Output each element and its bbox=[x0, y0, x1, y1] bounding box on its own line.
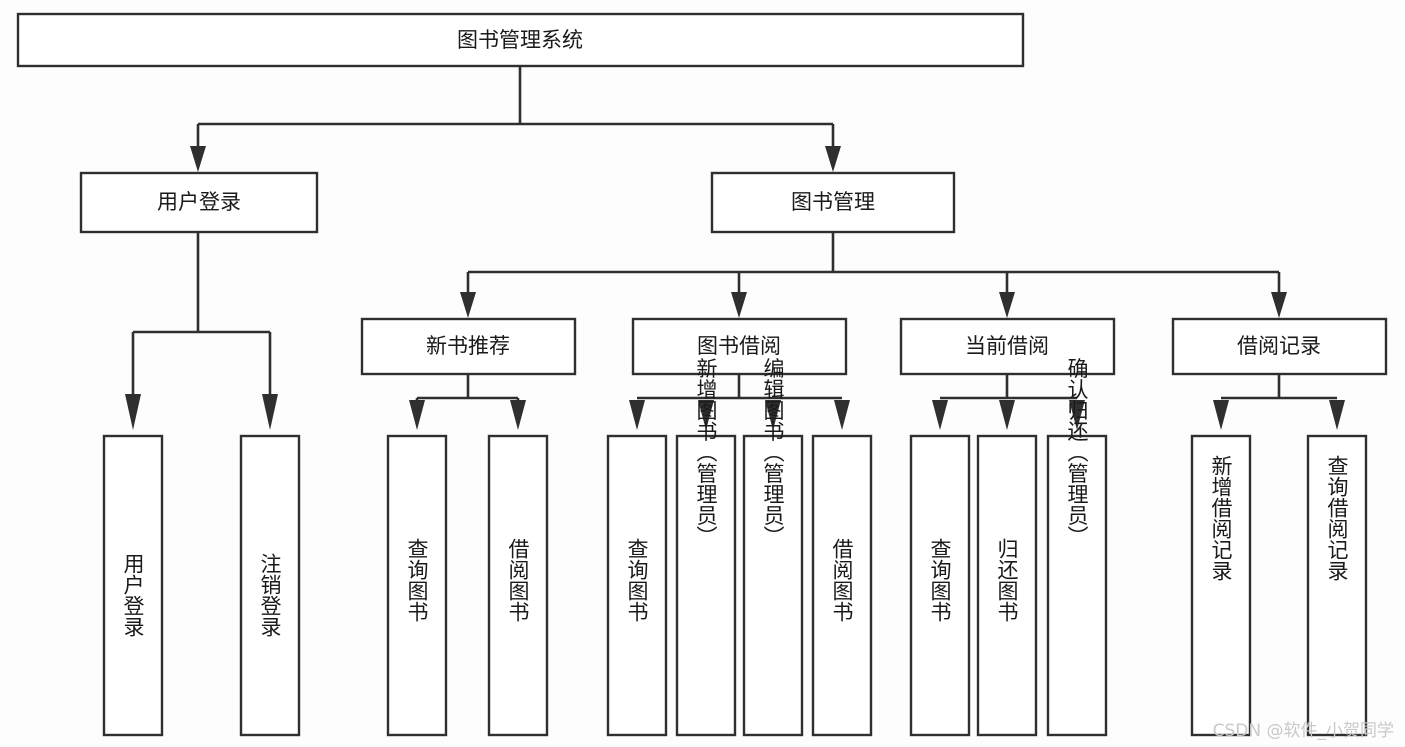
node-user-login-label: 用户登录 bbox=[157, 190, 241, 214]
connector-group-new-book-recommend-leaves bbox=[409, 374, 526, 430]
arrowhead-leaf-borrow-book-2 bbox=[834, 400, 850, 430]
leaf-return-book-label: 归还图书 bbox=[995, 538, 1019, 622]
arrowhead-leaf-edit-book bbox=[765, 400, 781, 430]
connector-group-current-borrow-leaves bbox=[932, 374, 1085, 430]
leaf-node-confirm-return[interactable]: 确认归还（管理员） bbox=[1046, 358, 1108, 737]
arrowhead-new-book-recommend bbox=[460, 292, 476, 318]
leaf-query-book-3-label: 查询图书 bbox=[928, 538, 952, 622]
connector-group-root bbox=[190, 66, 841, 172]
leaf-add-record-box[interactable] bbox=[1190, 434, 1252, 737]
node-current-borrow-label: 当前借阅 bbox=[965, 334, 1049, 358]
node-new-book-recommend[interactable]: 新书推荐 bbox=[360, 317, 577, 376]
node-user-login-box[interactable] bbox=[79, 171, 319, 234]
node-book-management-box[interactable] bbox=[710, 171, 956, 234]
arrowhead-leaf-borrow-book-1 bbox=[510, 400, 526, 430]
leaf-add-book-label: 新增图书（管理员） bbox=[694, 358, 718, 547]
arrowhead-borrow-record bbox=[1271, 292, 1287, 318]
leaf-borrow-book-2-box[interactable] bbox=[811, 434, 873, 737]
leaf-node-user-login[interactable]: 用户登录 bbox=[102, 434, 164, 737]
leaf-node-query-record[interactable]: 查询借阅记录 bbox=[1306, 434, 1368, 737]
leaf-borrow-book-2-label: 借阅图书 bbox=[830, 538, 854, 622]
connector-group-book-management bbox=[460, 232, 1287, 318]
leaf-user-login-box[interactable] bbox=[102, 434, 164, 737]
node-book-borrow-label: 图书借阅 bbox=[697, 334, 781, 358]
leaf-query-book-3-box[interactable] bbox=[909, 434, 971, 737]
leaf-query-book-1-box[interactable] bbox=[386, 434, 448, 737]
leaf-edit-book-box[interactable] bbox=[742, 434, 804, 737]
leaf-edit-book-label: 编辑图书（管理员） bbox=[761, 358, 785, 547]
leaf-node-borrow-book-1[interactable]: 借阅图书 bbox=[487, 434, 549, 737]
leaf-query-book-2-box[interactable] bbox=[606, 434, 668, 737]
leaf-add-book-box[interactable] bbox=[675, 434, 737, 737]
arrowhead-leaf-query-book-2 bbox=[629, 400, 645, 430]
leaf-node-add-record[interactable]: 新增借阅记录 bbox=[1190, 434, 1252, 737]
leaf-node-edit-book[interactable]: 编辑图书（管理员） bbox=[742, 358, 804, 737]
arrowhead-book-management bbox=[825, 146, 841, 172]
leaf-node-user-logout[interactable]: 注销登录 bbox=[239, 434, 301, 737]
connector-group-borrow-record-leaves bbox=[1213, 374, 1345, 430]
leaf-query-book-1-label: 查询图书 bbox=[405, 538, 429, 622]
node-book-borrow[interactable]: 图书借阅 bbox=[631, 317, 848, 376]
arrowhead-current-borrow bbox=[999, 292, 1015, 318]
arrowhead-leaf-user-login bbox=[125, 394, 141, 430]
node-root-label: 图书管理系统 bbox=[457, 28, 583, 52]
arrowhead-leaf-return-book bbox=[999, 400, 1015, 430]
leaf-node-query-book-1[interactable]: 查询图书 bbox=[386, 434, 448, 737]
node-current-borrow-box[interactable] bbox=[899, 317, 1116, 376]
leaf-node-return-book[interactable]: 归还图书 bbox=[976, 434, 1038, 737]
node-borrow-record[interactable]: 借阅记录 bbox=[1171, 317, 1388, 376]
leaf-borrow-book-1-label: 借阅图书 bbox=[506, 538, 530, 622]
node-book-borrow-box[interactable] bbox=[631, 317, 848, 376]
leaf-query-book-2-label: 查询图书 bbox=[625, 538, 649, 622]
csdn-watermark: CSDN @软件_小贺同学 bbox=[1213, 721, 1394, 741]
arrowhead-leaf-query-record bbox=[1329, 400, 1345, 430]
leaf-user-logout-box[interactable] bbox=[239, 434, 301, 737]
leaf-return-book-box[interactable] bbox=[976, 434, 1038, 737]
leaf-node-add-book[interactable]: 新增图书（管理员） bbox=[675, 358, 737, 737]
leaf-add-record-label: 新增借阅记录 bbox=[1209, 455, 1233, 581]
connector-group-user-login-leaves bbox=[125, 232, 278, 430]
arrowhead-leaf-query-book-1 bbox=[409, 400, 425, 430]
node-borrow-record-label: 借阅记录 bbox=[1237, 334, 1321, 358]
node-user-login[interactable]: 用户登录 bbox=[79, 171, 319, 234]
leaf-user-login-label: 用户登录 bbox=[121, 553, 145, 637]
leaf-node-query-book-3[interactable]: 查询图书 bbox=[909, 434, 971, 737]
node-root-box[interactable] bbox=[16, 12, 1025, 68]
connector-group-book-borrow-leaves bbox=[629, 374, 850, 430]
leaf-borrow-book-1-box[interactable] bbox=[487, 434, 549, 737]
leaf-user-logout-label: 注销登录 bbox=[258, 553, 282, 637]
leaf-node-query-book-2[interactable]: 查询图书 bbox=[606, 434, 668, 737]
node-root[interactable]: 图书管理系统 bbox=[16, 12, 1025, 68]
arrowhead-leaf-add-record bbox=[1213, 400, 1229, 430]
leaf-query-record-box[interactable] bbox=[1306, 434, 1368, 737]
arrowhead-leaf-query-book-3 bbox=[932, 400, 948, 430]
leaf-confirm-return-label: 确认归还（管理员） bbox=[1065, 358, 1089, 547]
node-new-book-recommend-box[interactable] bbox=[360, 317, 577, 376]
leaf-confirm-return-box[interactable] bbox=[1046, 434, 1108, 737]
node-new-book-recommend-label: 新书推荐 bbox=[426, 334, 510, 358]
leaf-node-borrow-book-2[interactable]: 借阅图书 bbox=[811, 434, 873, 737]
arrowhead-user-login bbox=[190, 146, 206, 172]
node-book-management-label: 图书管理 bbox=[791, 190, 875, 214]
node-borrow-record-box[interactable] bbox=[1171, 317, 1388, 376]
leaf-query-record-label: 查询借阅记录 bbox=[1325, 455, 1349, 581]
node-book-management[interactable]: 图书管理 bbox=[710, 171, 956, 234]
arrowhead-leaf-add-book bbox=[698, 400, 714, 430]
node-current-borrow[interactable]: 当前借阅 bbox=[899, 317, 1116, 376]
arrowhead-leaf-confirm-return bbox=[1069, 400, 1085, 430]
arrowhead-leaf-user-logout bbox=[262, 394, 278, 430]
arrowhead-book-borrow bbox=[731, 292, 747, 318]
